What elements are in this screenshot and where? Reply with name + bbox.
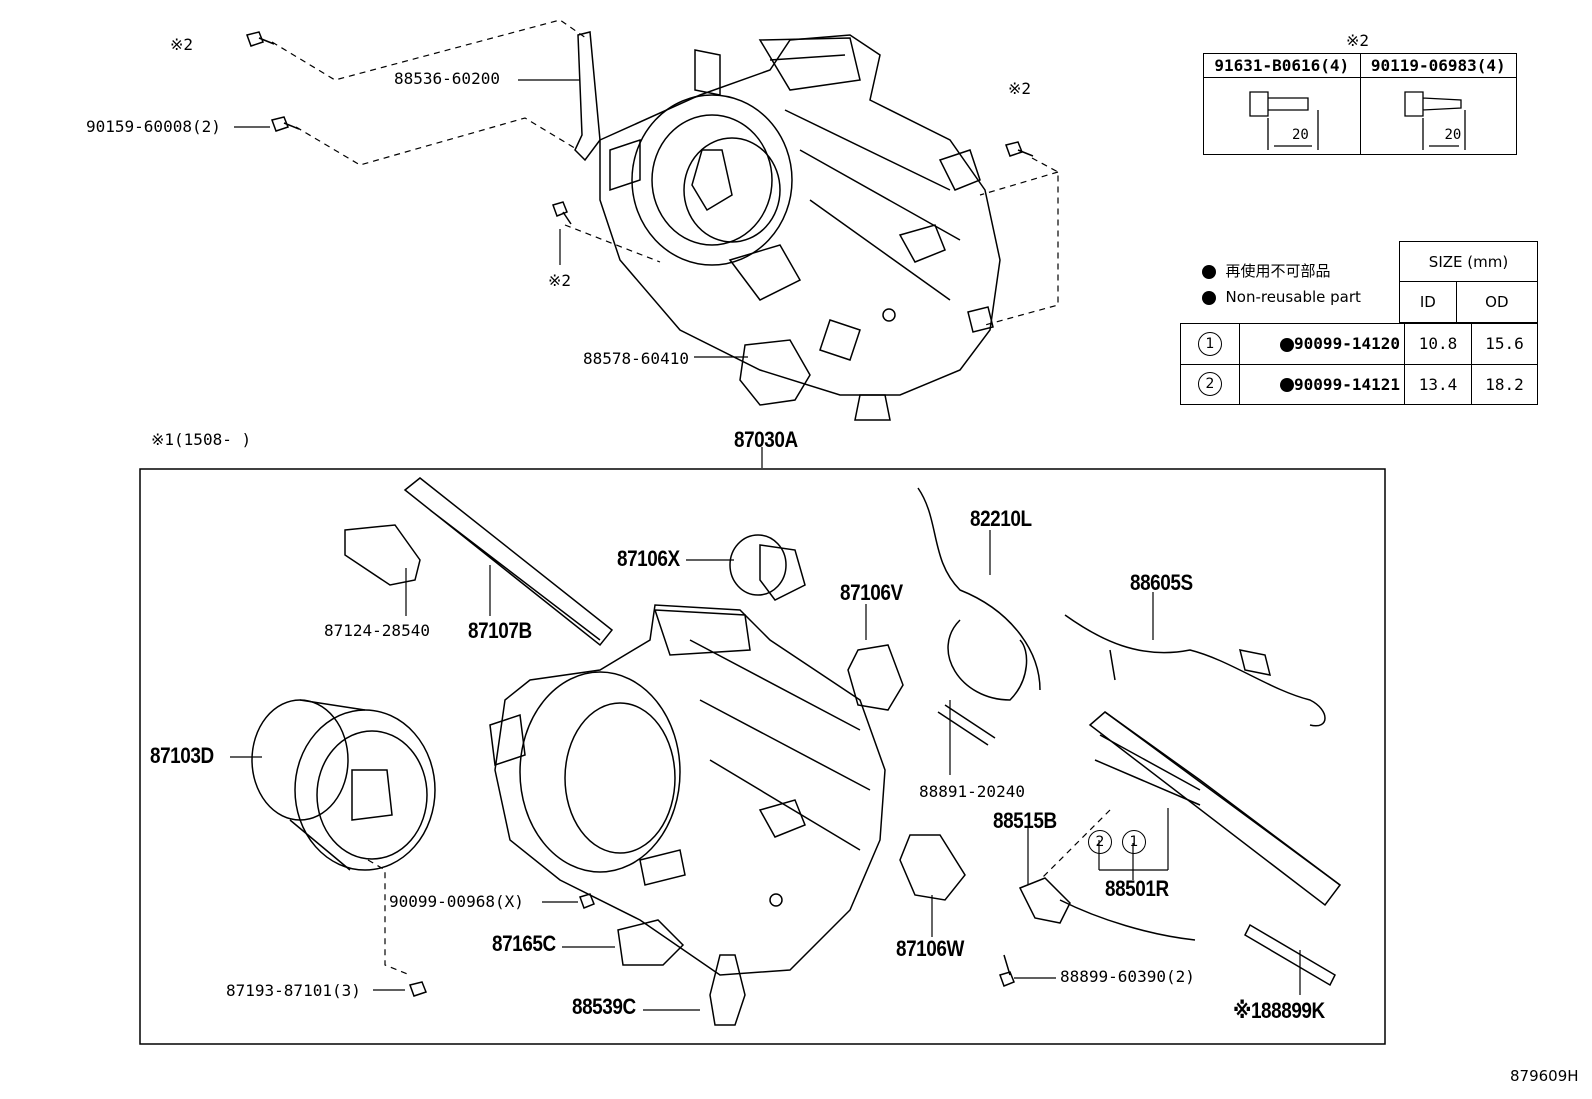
part-label-88891-20240[interactable]: 88891-20240 — [919, 782, 1025, 801]
filter-87107B — [403, 477, 614, 647]
part-label-90099-00968[interactable]: 90099-00968(X) — [389, 892, 524, 911]
part-cell[interactable]: 90099-14120 — [1239, 323, 1405, 365]
part-label-87103D[interactable]: 87103D — [150, 743, 214, 768]
bullet-icon — [1280, 337, 1295, 352]
screw-icon — [579, 893, 595, 909]
screw-icon — [999, 954, 1015, 987]
size-header-table: SIZE (mm) ID OD — [1399, 241, 1539, 323]
key-circle: 1 — [1198, 331, 1222, 356]
part-label-90159-60008[interactable]: 90159-60008(2) — [86, 117, 221, 136]
module-87124 — [344, 524, 421, 586]
dashed-leaders — [271, 19, 1111, 976]
table-row: 1 90099-14120 10.8 15.6 — [1180, 323, 1538, 365]
id-cell: 10.8 — [1404, 323, 1472, 365]
leader-lines — [230, 79, 1301, 1011]
blower-87103D — [251, 699, 436, 871]
actuator-87106V — [847, 644, 904, 711]
od-cell: 18.2 — [1471, 363, 1538, 405]
fastener-table: 91631-B0616(4) 90119-06983(4) 20 20 — [1203, 53, 1517, 155]
diagram-id: 879609H — [1510, 1067, 1579, 1085]
bolt-note-label: ※2 — [1008, 79, 1032, 98]
table-row: 2 90099-14121 13.4 18.2 — [1180, 363, 1538, 405]
legend-en: Non-reusable part — [1202, 288, 1361, 306]
part-label-87106V[interactable]: 87106V — [840, 580, 903, 605]
part-label-88501R[interactable]: 88501R — [1105, 876, 1169, 901]
fastener-col1-header[interactable]: 91631-B0616(4) — [1203, 53, 1361, 78]
assembly-note: ※1(1508- ) — [151, 430, 252, 449]
heater-core-88501R — [1088, 711, 1342, 907]
fastener-dim1: 20 — [1203, 77, 1361, 155]
od-header: OD — [1455, 281, 1539, 323]
part-label-87124-28540[interactable]: 87124-28540 — [324, 621, 430, 640]
part-cell[interactable]: 90099-14121 — [1239, 363, 1405, 405]
main-case-87030A — [489, 604, 886, 976]
fastener-table-note: ※2 — [1346, 31, 1370, 50]
od-cell: 15.6 — [1471, 323, 1538, 365]
bullet-icon — [1202, 264, 1216, 279]
part-label-87193-87101[interactable]: 87193-87101(3) — [226, 981, 361, 1000]
part-label-88899-60390[interactable]: 88899-60390(2) — [1060, 967, 1195, 986]
sensor-88515B — [1018, 877, 1196, 941]
key-circle: 2 — [1198, 372, 1222, 397]
actuator-87106W — [899, 834, 966, 901]
part-label-88578-60410[interactable]: 88578-60410 — [583, 349, 689, 368]
bolt-note-label: ※2 — [170, 35, 194, 54]
part-label-82210L[interactable]: 82210L — [970, 506, 1032, 531]
bolt-icons-top — [246, 31, 1034, 225]
part-label-88539C[interactable]: 88539C — [572, 994, 636, 1019]
sensor-88891 — [937, 704, 996, 746]
part-label-87165C[interactable]: 87165C — [492, 931, 556, 956]
screw-icon — [409, 981, 427, 997]
bracket-88539C — [709, 954, 746, 1026]
bullet-icon — [1280, 378, 1295, 393]
bullet-icon — [1202, 290, 1216, 305]
circle-1: 1 — [1122, 830, 1146, 854]
harness-82210L — [917, 487, 1041, 701]
size-header: SIZE (mm) — [1399, 241, 1538, 282]
fastener-dim2: 20 — [1359, 77, 1517, 155]
fastener-col2-header[interactable]: 90119-06983(4) — [1359, 53, 1517, 78]
id-cell: 13.4 — [1404, 363, 1472, 405]
legend-jp: 再使用不可部品 — [1202, 262, 1331, 280]
part-label-87107B[interactable]: 87107B — [468, 618, 532, 643]
strip-88899K — [1244, 923, 1336, 987]
bracket-88536 — [574, 31, 601, 162]
top-hvac-unit — [599, 34, 1001, 421]
assembly-title[interactable]: 87030A — [734, 427, 798, 452]
part-label-88515B[interactable]: 88515B — [993, 808, 1057, 833]
circle-2: 2 — [1088, 830, 1112, 854]
assembly-frame — [139, 468, 1386, 1045]
harness-88605S — [1064, 614, 1326, 727]
size-table: 1 90099-14120 10.8 15.6 2 90099-14121 13… — [1180, 323, 1538, 405]
id-header: ID — [1399, 281, 1457, 323]
part-label-88899K[interactable]: ※188899K — [1233, 998, 1325, 1023]
part-label-88605S[interactable]: 88605S — [1130, 570, 1193, 595]
part-label-87106X[interactable]: 87106X — [617, 546, 680, 571]
actuator-87106X — [729, 534, 806, 601]
part-label-88536-60200[interactable]: 88536-60200 — [394, 69, 500, 88]
part-label-87106W[interactable]: 87106W — [896, 936, 964, 961]
servo-88578 — [739, 339, 811, 406]
servo-87165C — [617, 919, 685, 966]
bolt-note-label: ※2 — [548, 271, 572, 290]
